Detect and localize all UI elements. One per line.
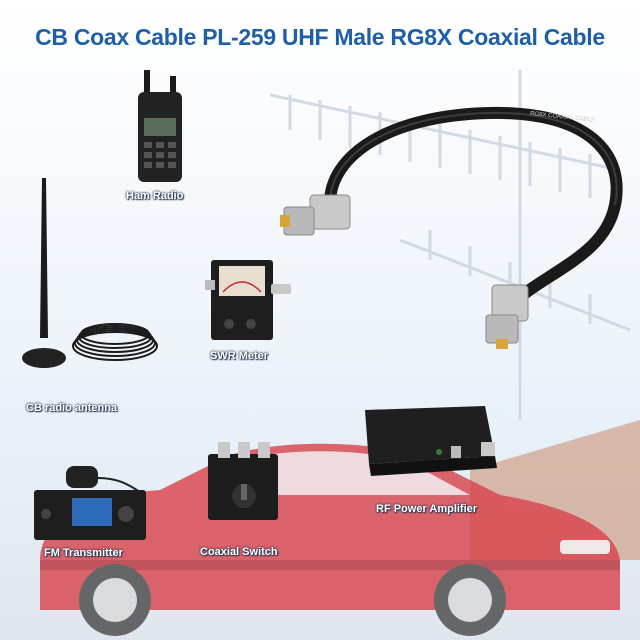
- pl259-connector-left: [280, 194, 351, 236]
- label-swr-meter: SWR Meter: [210, 350, 269, 362]
- red-car-background: [40, 443, 620, 636]
- swr-meter-image: [205, 260, 291, 340]
- fm-transmitter-image: [34, 466, 146, 540]
- coaxial-switch-image: [208, 442, 278, 520]
- rf-amplifier-image: [365, 406, 497, 476]
- label-cb-antenna: CB radio antenna: [26, 402, 118, 414]
- pl259-connector-right: [485, 284, 529, 349]
- page-title: CB Coax Cable PL-259 UHF Male RG8X Coaxi…: [35, 24, 605, 50]
- label-ham-radio: Ham Radio: [126, 190, 184, 202]
- label-fm-transmitter: FM Transmitter: [44, 547, 123, 559]
- label-coaxial-switch: Coaxial Switch: [200, 546, 278, 558]
- label-rf-amplifier: RF Power Amplifier: [376, 503, 478, 515]
- ham-radio-image: [138, 70, 182, 182]
- coax-cable-image: RG8X COAXIAL CABLE: [280, 106, 623, 349]
- cb-antenna-image: [22, 178, 158, 368]
